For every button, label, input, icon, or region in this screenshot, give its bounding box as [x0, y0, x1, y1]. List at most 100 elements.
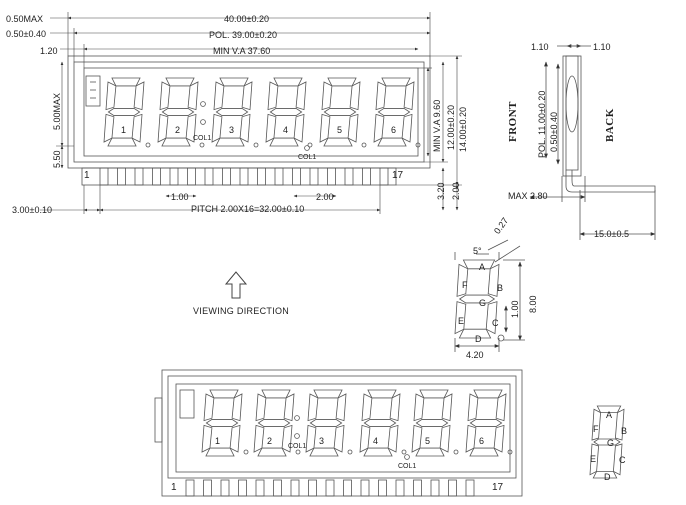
segment-a	[111, 77, 141, 87]
segment-b	[241, 81, 253, 111]
segment-letter-c: C	[492, 318, 499, 328]
segment-letter-a: A	[606, 410, 613, 420]
segment-d	[415, 447, 445, 457]
dim-5-50: 5.50	[52, 150, 62, 168]
segment-a	[381, 77, 411, 87]
segment-g	[363, 419, 397, 427]
lcd-polarizer-bottom	[167, 375, 517, 479]
digit-2	[157, 77, 199, 147]
digit-number-bottom-4: 4	[373, 436, 379, 446]
digit-number-bottom-5: 5	[425, 436, 431, 446]
pin-17	[379, 167, 389, 186]
segment-c	[333, 424, 345, 453]
pin-bottom-3	[220, 479, 230, 497]
col-label: COL1	[193, 135, 212, 142]
pin-bottom-4	[238, 479, 247, 497]
segment-d	[363, 447, 393, 457]
decimal-point	[145, 142, 151, 148]
segment-b	[335, 393, 347, 422]
segment-g	[377, 108, 411, 116]
decimal-point	[453, 449, 459, 455]
segment-g	[415, 419, 449, 427]
segment-c	[439, 424, 451, 453]
segment-c	[387, 424, 399, 453]
decimal-point	[295, 449, 301, 455]
viewing-arrow-icon	[224, 271, 248, 299]
segment-small-digit	[589, 405, 625, 479]
pin-16	[362, 167, 371, 186]
lcd-outline-bottom	[161, 369, 523, 497]
pin-bottom-1	[185, 479, 195, 497]
segment-g	[205, 419, 239, 427]
front-view-drawing	[67, 55, 431, 186]
segment-b	[614, 408, 625, 441]
segment-f	[591, 408, 602, 441]
side-tab	[154, 397, 163, 443]
segment-f	[413, 393, 425, 422]
segment-c	[239, 113, 251, 143]
seg-angle: 5°	[473, 246, 482, 256]
segment-c	[131, 113, 143, 143]
segment-f	[375, 81, 387, 111]
segment-detail-small	[589, 405, 625, 479]
digit-3	[211, 77, 253, 147]
segment-e	[305, 424, 317, 453]
segment-f	[456, 263, 469, 297]
dim-pin-offset-1: 1.00	[171, 192, 189, 202]
viewing-direction-label: VIEWING DIRECTION	[193, 306, 290, 316]
digit-number-5: 5	[337, 125, 343, 135]
dim-3-20: 3.20	[436, 182, 446, 200]
pin-bottom-17	[465, 479, 475, 497]
pin-bottom-16	[448, 479, 457, 497]
segment-b	[187, 81, 199, 111]
segment-c	[229, 424, 241, 453]
segment-letter-c: C	[619, 455, 626, 465]
digit-number-bottom-6: 6	[479, 436, 485, 446]
pin-bottom-10	[343, 479, 352, 497]
segment-d	[469, 447, 499, 457]
segment-f	[267, 81, 279, 111]
dim-5-00max: 5.00MAX	[52, 92, 62, 130]
side-offset: 0.50±0.40	[549, 112, 559, 152]
lcd-viewing-area-bottom	[175, 383, 511, 473]
segment-letter-g: G	[479, 298, 487, 308]
segment-b	[295, 81, 307, 111]
pin-15	[344, 167, 354, 186]
segment-e	[265, 113, 277, 143]
segment-detail-drawing	[454, 239, 525, 352]
pin-2	[117, 167, 126, 186]
seg-width: 4.20	[466, 350, 484, 360]
segment-c	[401, 113, 413, 143]
segment-g	[161, 108, 195, 116]
side-top-right: 1.10	[593, 42, 611, 52]
colon-dot-lower	[294, 433, 300, 439]
side-inner	[565, 55, 579, 171]
segment-letter-a: A	[479, 262, 486, 272]
segment-e	[319, 113, 331, 143]
digit-number-bottom-1: 1	[215, 436, 221, 446]
decimal-point	[199, 142, 205, 148]
dim-0-50max: 0.50MAX	[6, 14, 44, 24]
segment-a	[313, 389, 343, 399]
side-max-thickness: MAX 2.80	[508, 191, 548, 201]
dim-pol-width: POL. 39.00±0.20	[209, 30, 277, 40]
segment-e	[359, 424, 371, 453]
digit-bottom-6	[465, 389, 507, 457]
lcd-outline-top	[67, 55, 431, 169]
pin-bottom-9	[325, 479, 335, 497]
side-pol-height: POL. 11.00±0.20	[537, 90, 547, 158]
dim-pin-offset-2: 2.00	[316, 192, 334, 202]
segment-b	[403, 81, 415, 111]
pin-5	[169, 167, 179, 186]
pin-9	[239, 167, 249, 186]
segment-g	[323, 108, 357, 116]
segment-a	[367, 389, 397, 399]
side-seal	[565, 75, 579, 133]
pin-3	[134, 167, 144, 186]
dimension-lines	[40, 12, 462, 214]
digit-5	[319, 77, 361, 147]
dim-height-12: 12.00±0.20	[446, 105, 456, 150]
connector-icon	[85, 75, 101, 107]
colon-dot-lower	[200, 119, 206, 125]
